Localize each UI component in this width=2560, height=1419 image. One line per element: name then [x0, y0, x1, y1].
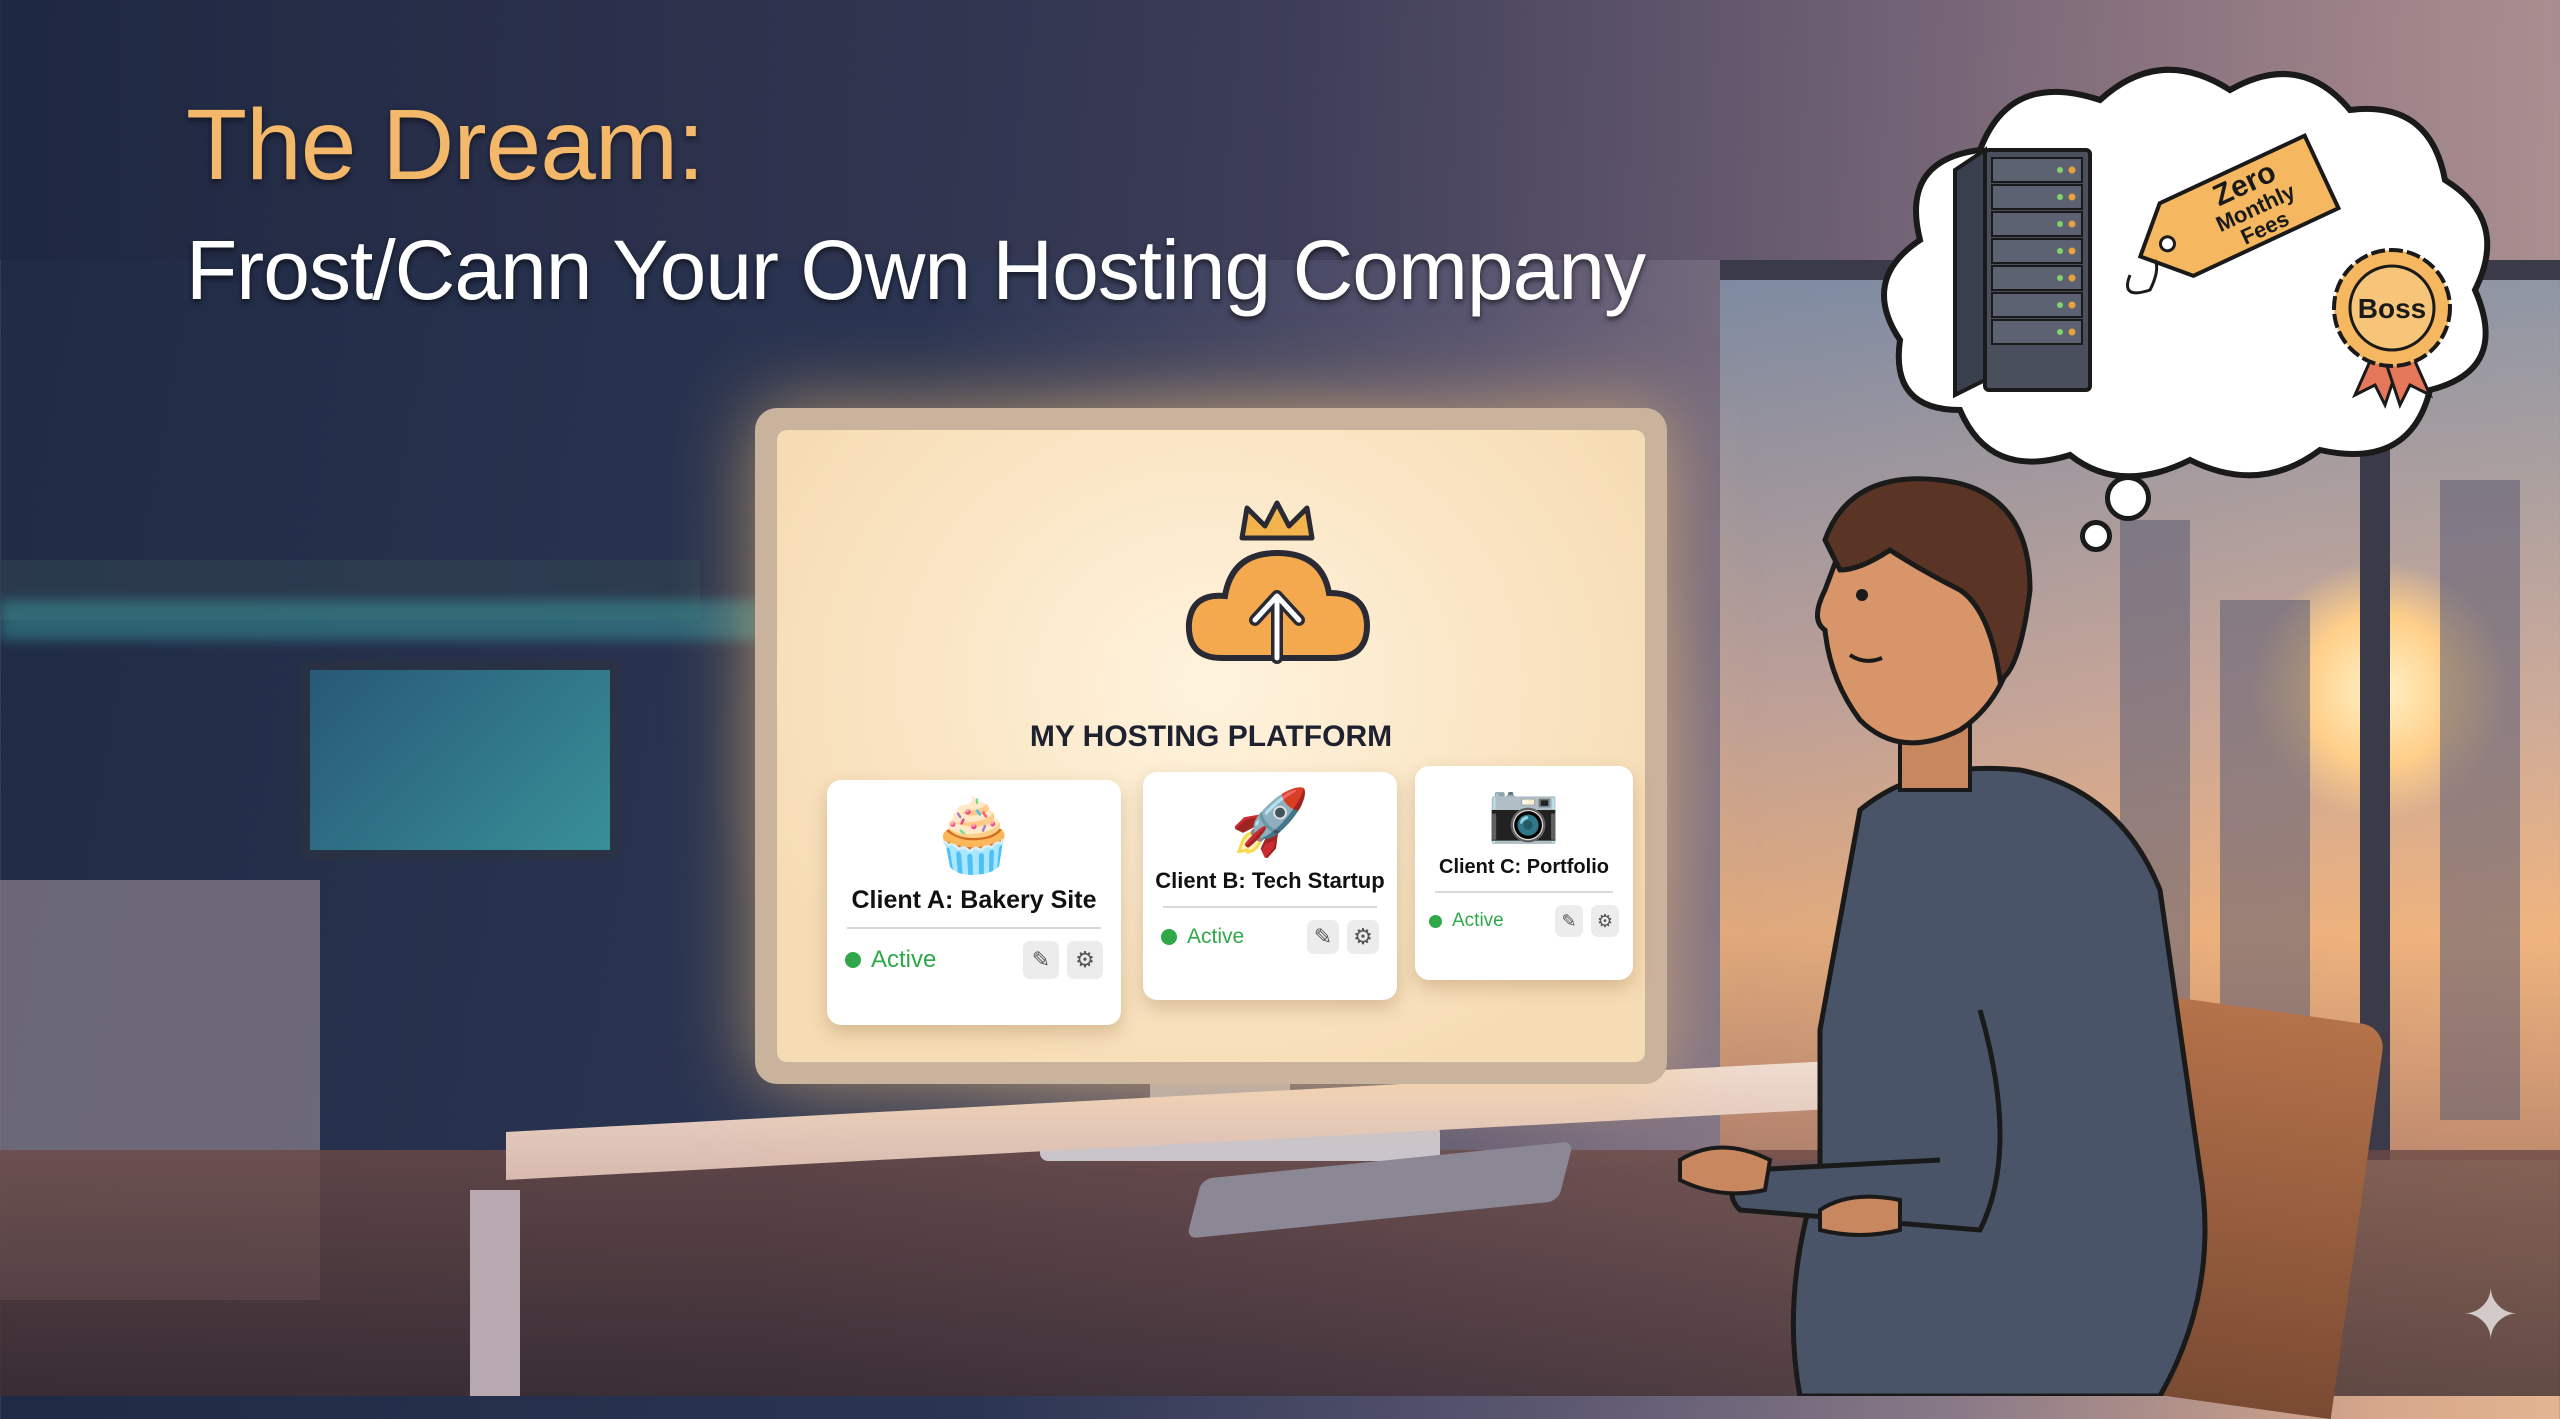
- headline-title: The Dream:: [186, 89, 705, 201]
- status-dot-icon: [845, 952, 861, 968]
- edit-button[interactable]: ✎: [1307, 920, 1339, 954]
- rocket-icon: 🚀: [1230, 786, 1310, 858]
- client-name: Client C: Portfolio: [1439, 856, 1609, 878]
- boss-badge-icon: Boss: [2332, 248, 2452, 409]
- desk-leg: [470, 1190, 520, 1396]
- card-divider: [847, 927, 1101, 929]
- gear-icon: ⚙: [1596, 910, 1614, 931]
- status-dot-icon: [1161, 929, 1177, 945]
- status-badge: Active: [1429, 910, 1504, 932]
- camera-icon: 📷: [1487, 780, 1561, 845]
- gear-icon: ⚙: [1353, 924, 1373, 949]
- headline-subtitle: Frost/Cann Your Own Hosting Company: [186, 223, 1646, 317]
- status-dot-icon: [1429, 914, 1442, 928]
- pencil-icon: ✎: [1031, 947, 1051, 972]
- status-badge: Active: [1161, 925, 1244, 949]
- settings-button[interactable]: ⚙: [1347, 920, 1379, 954]
- server-rack-icon: [1953, 146, 2092, 399]
- cupcake-icon: 🧁: [929, 796, 1019, 876]
- client-card-b[interactable]: 🚀 Client B: Tech Startup Active ✎ ⚙: [1143, 772, 1397, 1000]
- card-divider: [1435, 891, 1613, 893]
- pencil-icon: ✎: [1313, 924, 1333, 949]
- client-card-c[interactable]: 📷 Client C: Portfolio Active ✎ ⚙: [1415, 766, 1633, 980]
- person-illustration: [1678, 476, 2208, 1396]
- crown-cloud-logo-icon: [1185, 500, 1371, 664]
- edit-button[interactable]: ✎: [1023, 941, 1059, 979]
- client-card-a[interactable]: 🧁 Client A: Bakery Site Active ✎ ⚙: [827, 780, 1121, 1025]
- badge-label: Boss: [2358, 293, 2426, 324]
- edit-button[interactable]: ✎: [1555, 905, 1583, 937]
- shelf: [0, 560, 700, 620]
- thought-cloud: Zero Monthly Fees Boss: [1881, 66, 2491, 480]
- platform-name: MY HOSTING PLATFORM: [1029, 720, 1393, 753]
- gear-icon: ⚙: [1075, 947, 1095, 972]
- settings-button[interactable]: ⚙: [1591, 905, 1619, 937]
- shelf-light: [0, 600, 760, 640]
- pencil-icon: ✎: [1561, 910, 1577, 931]
- building: [2440, 480, 2520, 1120]
- thought-dot: [2080, 520, 2112, 552]
- card-divider: [1163, 906, 1377, 908]
- settings-button[interactable]: ⚙: [1067, 941, 1103, 979]
- client-name: Client A: Bakery Site: [851, 886, 1097, 914]
- status-badge: Active: [845, 946, 936, 974]
- client-name: Client B: Tech Startup: [1155, 868, 1385, 893]
- sparkle-icon: ✦: [2461, 1276, 2520, 1354]
- monitor: MY HOSTING PLATFORM 🧁 Client A: Bakery S…: [755, 408, 1667, 1084]
- background-monitor: [300, 660, 620, 860]
- monitor-screen: MY HOSTING PLATFORM 🧁 Client A: Bakery S…: [777, 430, 1645, 1062]
